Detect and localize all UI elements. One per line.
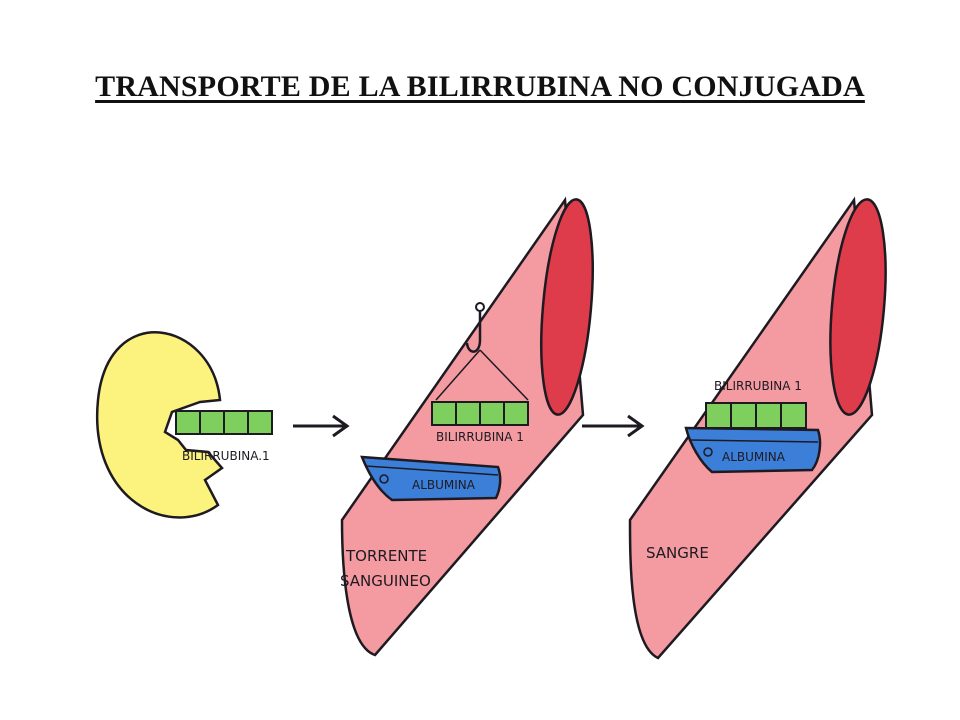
cell-cargo-label: BILIRRUBINA.1	[182, 449, 270, 463]
crane-cargo-label: BILIRRUBINA 1	[436, 430, 524, 444]
cell-shape	[95, 331, 224, 519]
crane-hook-icon	[435, 302, 529, 401]
arrow-right-icon	[293, 414, 350, 438]
cargo2-label: BILIRRUBINA 1	[714, 379, 802, 393]
blood-vessel-1	[340, 196, 594, 657]
cell-cargo-boxes	[175, 410, 273, 435]
vessel2-label: SANGRE	[646, 544, 709, 562]
arrow-right-icon-2	[582, 414, 645, 438]
ship2-label: ALBUMINA	[722, 450, 786, 464]
page-title: TRANSPORTE DE LA BILIRRUBINA NO CONJUGAD…	[95, 70, 865, 103]
crane-cargo-boxes	[431, 401, 529, 426]
ship1-label: ALBUMINA	[412, 478, 476, 492]
vessel1-label-line2: SANGUINEO	[340, 572, 431, 590]
albumin-ship-1	[360, 455, 502, 502]
vessel1-label-line1: TORRENTE	[345, 547, 427, 565]
albumin-ship-2	[684, 426, 822, 474]
ship2-cargo-boxes	[705, 402, 807, 429]
